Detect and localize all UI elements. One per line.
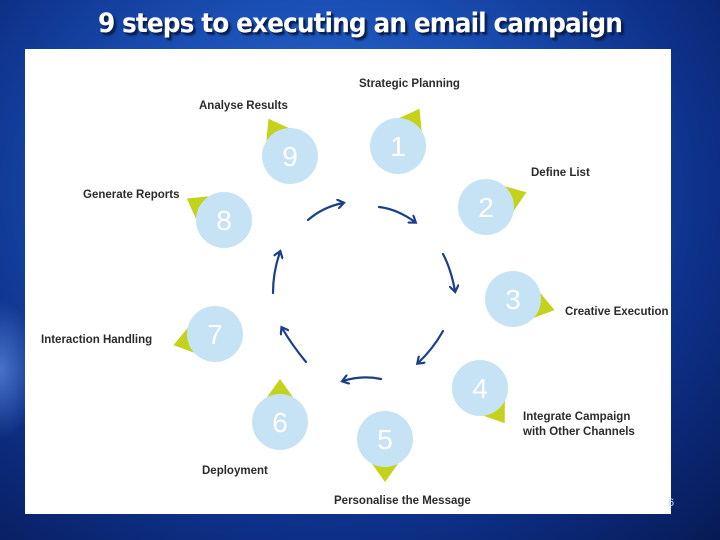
step-number-3: 3 [505,284,521,315]
flow-arrow-2 [441,252,455,291]
step-label-1: Strategic Planning [359,78,460,90]
page-number: 6 [668,497,675,509]
step-number-7: 7 [207,319,223,350]
step-number-6: 6 [272,407,288,438]
step-circle-1 [370,118,426,174]
step-node-8: 8 [186,192,252,248]
flow-arrow-6 [271,252,280,295]
step-label-5: Personalise the Message [334,495,471,507]
step-number-5: 5 [377,424,393,455]
step-node-6: 6 [252,379,308,450]
step-node-1: 1 [370,108,426,174]
step-number-9: 9 [282,141,298,172]
step-pointer-5 [370,461,400,482]
step-label-7: Interaction Handling [41,334,153,346]
step-circle-3 [485,271,541,327]
step-circle-9 [262,128,318,184]
diagram-panel: 1 2 3 4 5 6 7 8 9 Strategic Planning Define List… [25,49,671,514]
step-pointer-6 [265,379,295,400]
step-circle-5 [357,411,413,467]
step-node-4: 4 [452,360,508,424]
step-label-8: Generate Reports [83,189,180,201]
step-label-3: Creative Execution [565,306,669,318]
step-node-7: 7 [173,306,243,362]
step-number-8: 8 [216,205,232,236]
step-circle-7 [187,306,243,362]
flow-arrow-3 [418,329,445,363]
step-node-9: 9 [262,118,318,184]
step-circle-6 [252,394,308,450]
step-label-2: Define List [531,167,590,179]
step-circle-8 [196,192,252,248]
step-number-4: 4 [472,373,488,404]
step-label-9: Analyse Results [199,100,288,112]
step-number-1: 1 [390,131,406,162]
step-node-3: 3 [485,271,555,327]
flow-arrow-4 [343,377,383,381]
step-node-2: 2 [458,179,527,235]
step-circle-2 [458,179,514,235]
flow-arrow-7 [306,203,343,222]
flow-arrow-1 [377,205,415,222]
cycle-diagram: 1 2 3 4 5 6 7 8 9 [173,108,555,482]
step-label-4-text: Integrate Campaign with Other Channels [523,411,635,438]
step-label-6: Deployment [202,465,268,477]
slide-title: 9 steps to executing an email campaign [97,8,623,39]
step-label-4: Integrate Campaign with Other Channels [523,410,653,440]
step-circle-4 [452,360,508,416]
flow-arrow-5 [282,328,308,364]
step-number-2: 2 [478,192,494,223]
step-node-5: 5 [357,411,413,482]
